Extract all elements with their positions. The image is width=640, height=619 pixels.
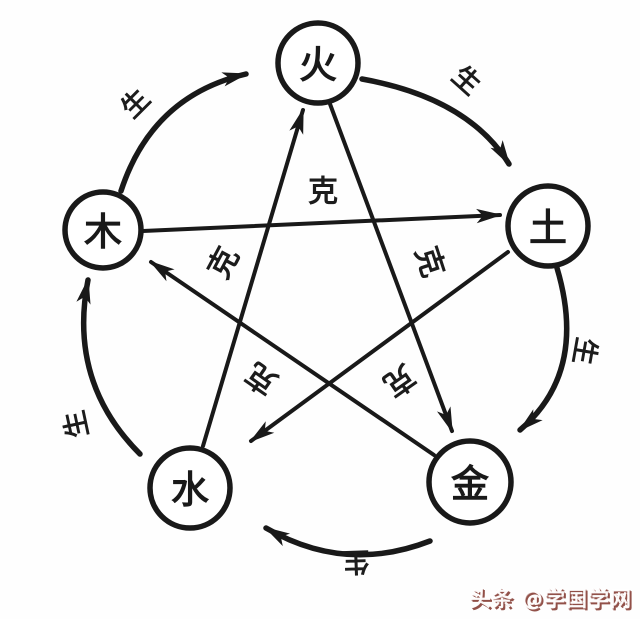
sheng-label-fire-earth: 生 — [446, 60, 487, 101]
arrow-fire-overcomes-metal — [328, 102, 454, 434]
arrow-fire-to-earth — [359, 76, 512, 167]
arrow-metal-overcomes-wood — [149, 260, 436, 457]
sheng-label-water-wood: 生 — [59, 408, 95, 441]
arrow-wood-to-fire — [118, 71, 249, 194]
watermark-toutiao-xueguoxuewang: 头条 @学国学网 — [469, 587, 632, 611]
arrow-metal-to-water — [263, 525, 433, 558]
node-metal: 金 — [426, 438, 514, 526]
element-nodes: 火 土 金 水 木 — [62, 20, 591, 531]
water-label: 水 — [171, 468, 210, 512]
overcoming-labels: 克 克 克 克 克 — [202, 175, 451, 403]
wood-label: 木 — [84, 210, 122, 254]
ke-label-fire-metal: 克 — [408, 242, 451, 281]
ke-label-water-fire: 克 — [202, 242, 247, 285]
ke-label-metal-wood: 克 — [240, 355, 285, 401]
overcoming-cycle-lines — [141, 102, 510, 457]
sheng-label-wood-fire: 生 — [115, 83, 156, 124]
arrow-water-to-wood — [76, 277, 143, 457]
wood-circle — [62, 189, 144, 271]
fire-label: 火 — [299, 43, 337, 87]
sheng-label-metal-water: 生 — [342, 545, 370, 577]
ke-label-earth-water: 克 — [377, 357, 422, 403]
generating-labels: 生 生 生 生 生 — [59, 60, 602, 577]
arrow-earth-overcomes-water — [249, 250, 510, 443]
node-wood: 木 — [62, 189, 144, 271]
ke-label-wood-earth: 克 — [308, 175, 338, 210]
node-earth: 土 — [505, 183, 591, 269]
earth-label: 土 — [529, 206, 567, 250]
fire-circle — [275, 20, 361, 106]
water-circle — [147, 445, 233, 531]
metal-label: 金 — [450, 462, 490, 506]
arrow-earth-to-metal — [517, 265, 570, 433]
metal-circle — [426, 438, 514, 526]
earth-circle — [505, 183, 591, 269]
arrow-wood-overcomes-earth — [141, 208, 503, 233]
node-water: 水 — [147, 445, 233, 531]
node-fire: 火 — [275, 20, 361, 106]
sheng-label-earth-metal: 生 — [566, 335, 601, 367]
arrow-water-overcomes-fire — [201, 107, 305, 448]
generating-cycle-arcs — [76, 71, 570, 558]
